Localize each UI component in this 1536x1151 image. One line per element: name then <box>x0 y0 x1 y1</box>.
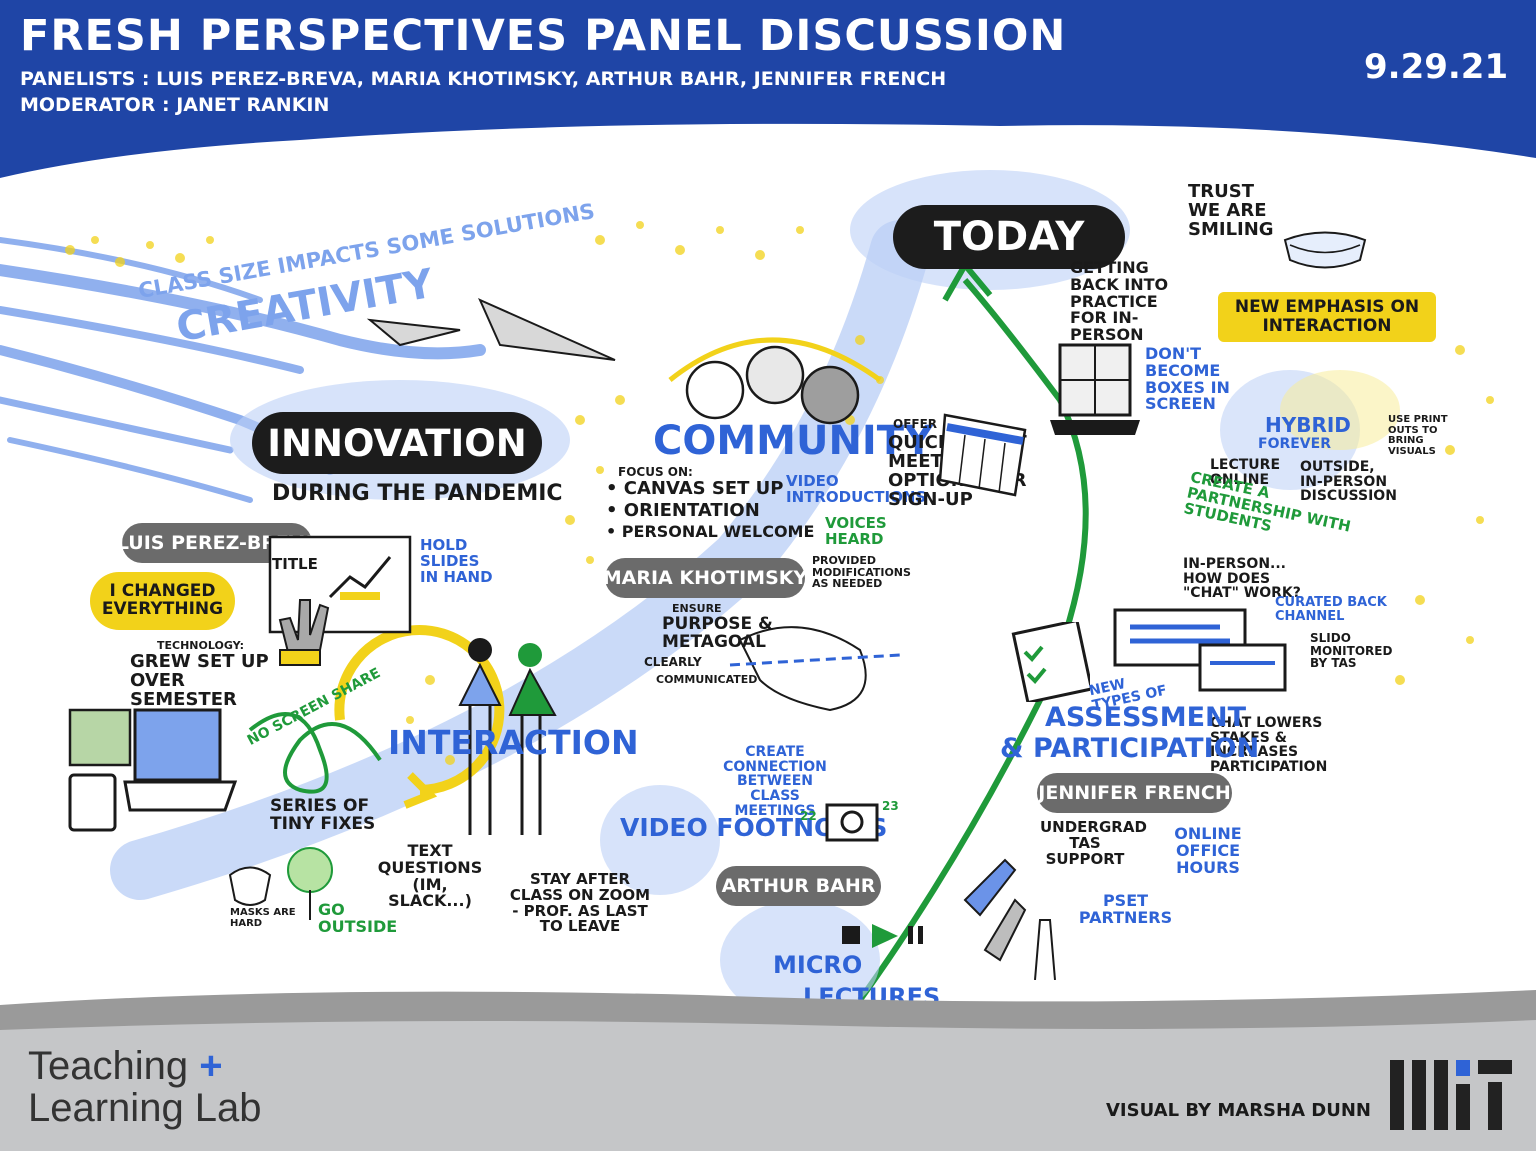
new-emphasis-text: NEW EMPHASIS ON INTERACTION <box>1234 297 1420 336</box>
tll-plus: + <box>199 1044 223 1088</box>
innovation-pill: INNOVATION <box>252 412 542 474</box>
maria-khotimsky-pill: MARIA KHOTIMSKY <box>603 558 807 598</box>
visual-credit: VISUAL by MARSHA DUNN <box>1106 1100 1371 1121</box>
assessment-title: ASSESSMENT <box>1045 702 1247 733</box>
micro-label: MICRO <box>773 951 863 979</box>
panelists-line: PANELISTS : LUIS PEREZ-BREVA, MARIA KHOT… <box>20 68 947 90</box>
hybrid-print: USE PRINT OUTS to BRING VISUALS <box>1388 414 1448 457</box>
title-slide-icon <box>268 535 412 634</box>
list-item: • ORIENTATION <box>606 499 760 521</box>
online-office-hours: ONLINE OFFICE HOURS <box>1174 824 1242 877</box>
page-title: FRESH PERSPECTIVES PANEL DISCUSSION <box>20 11 1067 61</box>
innovation-subtitle: DURING the PANDEMIC <box>272 481 563 506</box>
community-focus-list: • CANVAS SET UP • ORIENTATION • PERSONAL… <box>606 478 815 541</box>
voices-heard: VOICES HEARD <box>825 514 887 548</box>
title-slide-label: TITLE <box>272 555 318 573</box>
date-label: 9.29.21 <box>1364 47 1509 87</box>
i-changed-everything-text: I CHANGED EVERYTHING <box>101 581 224 619</box>
video-camera-icon <box>825 803 879 842</box>
tll-logo: Teaching + Learning Lab <box>28 1045 262 1129</box>
i-changed-everything-pill: I CHANGED EVERYTHING <box>90 572 235 630</box>
media-controls-icon <box>842 924 923 948</box>
slido-monitored: SLIDO monitored by TAs <box>1310 631 1393 671</box>
moderator-line: MODERATOR : JANET RANKIN <box>20 94 330 116</box>
jennifer-french-pill: JENNIFER FRENCH <box>1037 773 1232 813</box>
chat-lowers-stakes: CHAT LOWERS STAKES & INCREASES PARTICIPA… <box>1210 715 1328 776</box>
hybrid-lecture: LECTURE ONLINE <box>1210 457 1281 488</box>
getting-back-text: GETTING BACK INTO PRACTICE for IN-PERSON <box>1070 258 1169 345</box>
hand-icon <box>278 599 330 666</box>
laptop-setup-icon <box>68 708 238 832</box>
calendar-icon <box>938 413 1027 497</box>
stay-after-class: STAY AFTER CLASS on ZOOM - PROF. as LAST… <box>509 870 651 936</box>
chat-bubbles-icon <box>1113 608 1287 692</box>
text-questions: TEXT QUESTIONS (IM, SLACK...) <box>377 841 483 911</box>
trust-smiling: TRUST WE ARE SMILING <box>1188 181 1274 240</box>
tll-line2: Learning Lab <box>28 1086 262 1130</box>
community-title: COMMUNITY <box>653 418 934 464</box>
maria-purpose-metagoal: PURPOSE & METAGOAL <box>662 614 773 652</box>
laptop-grid-icon <box>1050 343 1140 435</box>
two-people-icon <box>458 638 557 835</box>
three-faces-icon <box>668 337 882 425</box>
hybrid-outside: OUTSIDE, IN-PERSON DISCUSSION <box>1300 459 1397 505</box>
footnote-superscript: 22 <box>800 809 817 823</box>
series-tiny-fixes: SERIES of TINY FIXES <box>270 796 376 834</box>
pset-partners: PSET PARTNERS <box>1078 891 1173 927</box>
list-item: • PERSONAL WELCOME <box>606 521 815 541</box>
grew-set-up: GREW SET UP OVER SEMESTER <box>130 651 269 710</box>
list-item: • CANVAS SET UP <box>606 478 784 499</box>
technology-label: TECHNOLOGY: <box>157 639 245 652</box>
maria-ensure: ENSURE <box>672 602 722 615</box>
in-person-chat-question: IN-PERSON... HOW DOES "CHAT" WORK? <box>1183 556 1301 602</box>
mit-logo <box>1390 1060 1512 1130</box>
tll-line1: Teaching <box>28 1044 189 1088</box>
dont-become-boxes: DON'T BECOME BOXES in SCREEN <box>1145 344 1230 414</box>
masks-are-hard: MASKS are HARD <box>230 907 296 929</box>
header-band <box>0 0 1536 178</box>
offer-label: OFFER <box>893 417 938 431</box>
maria-communicated: COMMUNICATED <box>656 673 758 686</box>
community-focus-on: FOCUS ON: <box>618 465 693 479</box>
raised-hands-icon <box>963 858 1056 980</box>
new-emphasis-pill: NEW EMPHASIS ON INTERACTION <box>1218 292 1436 342</box>
mask-and-tree-icon <box>228 847 333 920</box>
footer-band <box>0 990 1536 1151</box>
curated-back-channel: CURATED BACK CHANNEL <box>1275 595 1387 624</box>
footnote-superscript-2: 23 <box>882 799 899 813</box>
undergrad-tas-support: UNDERGRAD TAs SUPPORT <box>1040 818 1147 868</box>
participation-title: & PARTICIPATION <box>1000 733 1260 764</box>
provided-modifications: PROVIDED MODIFICATIONS as NEEDED <box>812 554 911 591</box>
video-introductions: VIDEO INTRODUCTIONS <box>786 472 927 506</box>
hybrid-forever: FOREVER <box>1258 436 1331 452</box>
checklist-icon <box>1011 622 1090 702</box>
interaction-title: INTERACTION <box>388 723 639 762</box>
arthur-bahr-pill: ARTHUR BAHR <box>716 866 881 906</box>
hold-slides-in-hand: HOLD SLIDES in HAND <box>420 536 493 586</box>
hybrid-title: HYBRID <box>1265 413 1351 437</box>
maria-clearly: CLEARLY <box>644 655 702 669</box>
create-connection: CREATE CONNECTION BETWEEN CLASS MEETINGS <box>723 744 827 819</box>
mask-icon <box>1283 231 1367 269</box>
go-outside: GO OUTSIDE <box>318 900 398 936</box>
today-pill: TODAY <box>893 205 1125 269</box>
